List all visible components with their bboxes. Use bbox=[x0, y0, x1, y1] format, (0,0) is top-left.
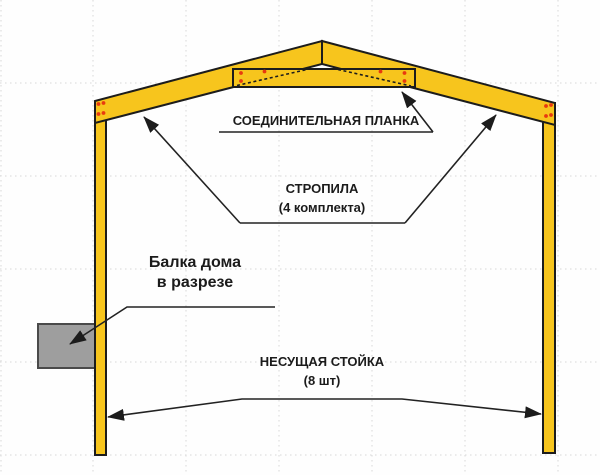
leader-connecting-plank bbox=[219, 91, 434, 133]
house-beam-label-line2: в разрезе bbox=[156, 274, 234, 291]
rafter-right bbox=[321, 39, 556, 127]
leader-house-beam bbox=[69, 306, 275, 345]
rafters-label-count: (4 комплекта) bbox=[278, 200, 366, 215]
fastener-dots bbox=[96, 69, 553, 118]
bearing-post-label-count: (8 шт) bbox=[303, 373, 341, 388]
connecting-plank bbox=[232, 68, 416, 88]
rafters-label: СТРОПИЛА (4 комплекта) bbox=[232, 179, 412, 217]
leader-rafters bbox=[143, 114, 497, 224]
hidden-rafter-edges bbox=[236, 68, 412, 87]
bearing-post-label: НЕСУЩАЯ СТОЙКА (8 шт) bbox=[232, 352, 412, 390]
rafters-label-title: СТРОПИЛА bbox=[285, 181, 359, 196]
bearing-post-label-title: НЕСУЩАЯ СТОЙКА bbox=[259, 354, 385, 369]
house-beam-label-line1: Балка дома bbox=[148, 254, 242, 271]
span-double-arrow bbox=[107, 398, 542, 421]
bearing-post-right bbox=[542, 102, 556, 454]
house-beam-label: Балка дома в разрезе bbox=[115, 253, 275, 293]
bearing-post-left bbox=[94, 102, 107, 456]
connecting-plank-label: СОЕДИНИТЕЛЬНАЯ ПЛАНКА bbox=[232, 113, 420, 128]
